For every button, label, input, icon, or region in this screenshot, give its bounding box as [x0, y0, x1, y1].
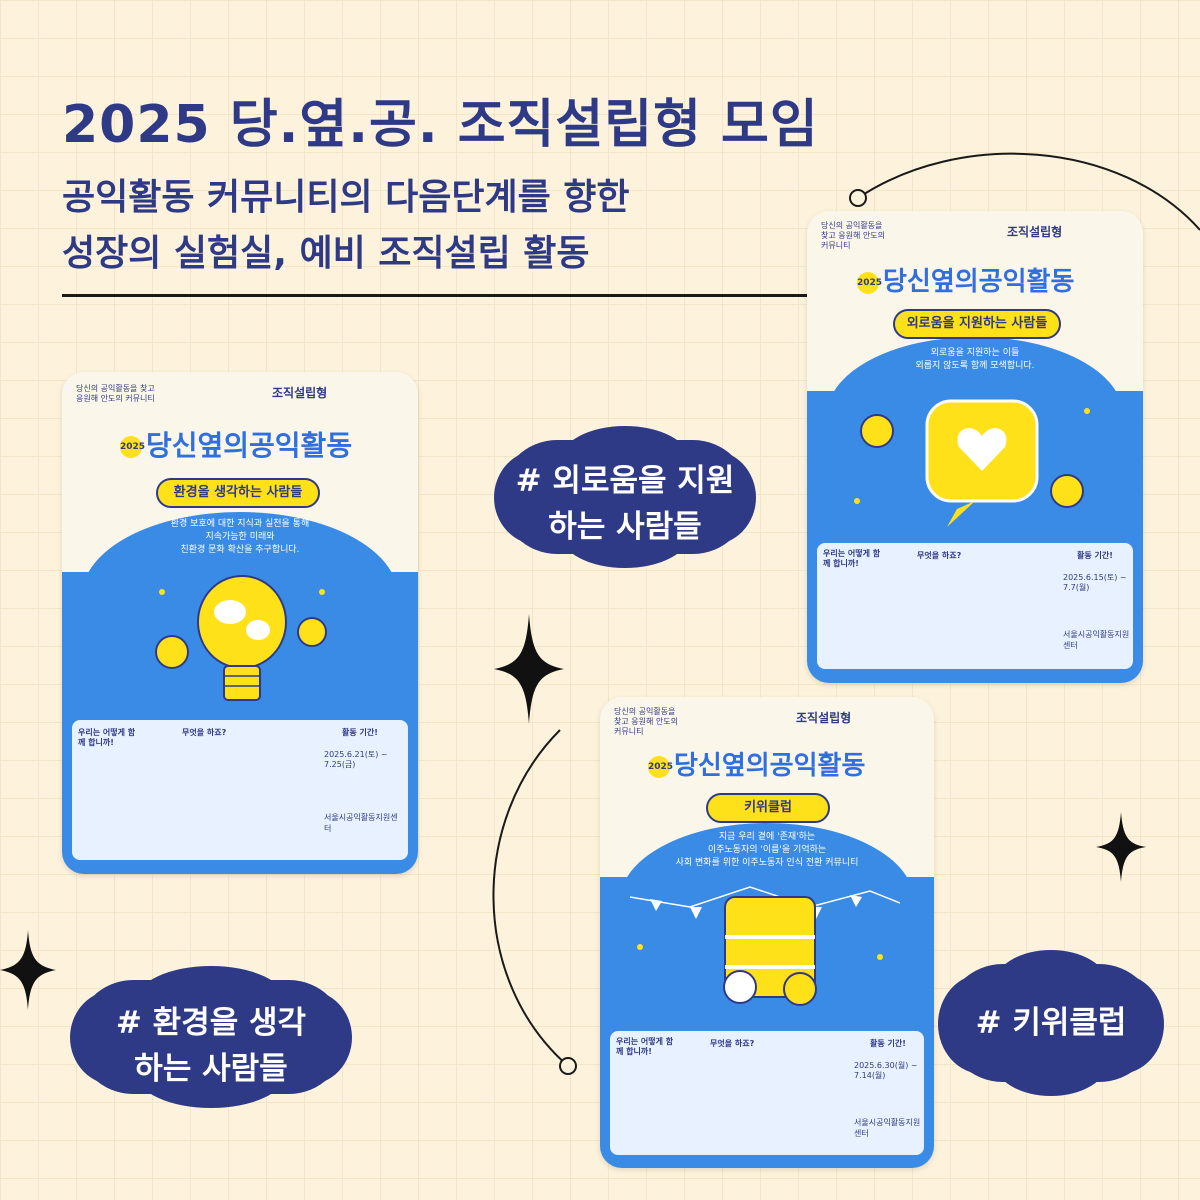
subtitle-line-2: 성장의 실험실, 예비 조직설립 활동 [62, 233, 590, 274]
desc-line: 외롭지 않도록 함께 모색합니다. [915, 361, 1035, 371]
bubble-line-2: 하는 사람들 [548, 509, 702, 545]
year-badge: 2025 [648, 755, 673, 778]
section-how: 우리는 어떻게 함께 합니까! [823, 549, 881, 568]
poster-info-box [72, 720, 408, 860]
year-badge: 2025 [857, 271, 882, 294]
hashtag-bubble-kiwi[interactable]: # 키위클럽 [938, 950, 1164, 1096]
poster-description: 지금 우리 곁에 '존재'하는 이주노동자의 '이름'을 기억하는 사회 변화를… [637, 831, 897, 870]
poster-heading: 2025당신옆의공익활동 [648, 745, 865, 782]
subtitle-line-1: 공익활동 커뮤니티의 다음단계를 향한 [62, 177, 630, 218]
section-period: 활동 기간! [1077, 551, 1113, 560]
poster-small-text: 당신의 공익활동을 찾고 응원해 안도의 커뮤니티 [76, 384, 155, 403]
bubble-line-1: # 키위클럽 [975, 1005, 1127, 1041]
period-value: 2025.6.15(토) ~ 7.7(월) [1063, 573, 1127, 592]
section-how: 우리는 어떻게 함께 합니까! [78, 728, 136, 747]
poster-environment[interactable]: 당신의 공익활동을 찾고 응원해 안도의 커뮤니티 조직설립형 2025당신옆의… [62, 372, 418, 874]
poster-heading: 2025당신옆의공익활동 [120, 424, 352, 464]
section-what: 무엇을 하죠? [182, 728, 227, 737]
poster-heading-text: 당신옆의공익활동 [674, 751, 866, 781]
section-how: 우리는 어떻게 함께 합니까! [616, 1037, 674, 1056]
left-curve [492, 729, 569, 1067]
poster-footer: 서울시공익활동지원센터 [324, 813, 398, 833]
bubble-line-2: 하는 사람들 [134, 1051, 288, 1087]
page-title: 2025 당.옆.공. 조직설립형 모임 [62, 95, 819, 155]
poster-heading-text: 당신옆의공익활동 [883, 267, 1075, 297]
poster-small-text: 당신의 공익활동을 찾고 응원해 안도의 커뮤니티 [821, 221, 885, 250]
poster-ribbon: 환경을 생각하는 사람들 [156, 478, 320, 508]
poster-small-text: 당신의 공익활동을 찾고 응원해 안도의 커뮤니티 [614, 707, 678, 736]
lightbulb-illustration [155, 575, 327, 701]
desc-line: 지속가능한 미래와 [205, 532, 275, 542]
poster-brand: 조직설립형 [796, 711, 852, 725]
desc-line: 사회 변화를 위한 이주노동자 인식 전환 커뮤니티 [675, 858, 859, 868]
desc-line: 외로움을 지원하는 이들 [930, 348, 1020, 358]
poster-kiwi[interactable]: 당신의 공익활동을 찾고 응원해 안도의 커뮤니티 조직설립형 2025당신옆의… [600, 697, 934, 1168]
desc-line: 친환경 문화 확산을 추구합니다. [180, 545, 300, 555]
sparkle-icon [494, 614, 564, 724]
hashtag-bubble-loneliness[interactable]: # 외로움을 지원 하는 사람들 [494, 426, 756, 568]
poster-heading-text: 당신옆의공익활동 [146, 429, 353, 462]
top-curve-dot [849, 189, 867, 207]
poster-heading: 2025당신옆의공익활동 [857, 261, 1074, 298]
poster-description: 환경 보호에 대한 지식과 실천을 통해 지속가능한 미래와 친환경 문화 확산… [120, 518, 360, 557]
sparkle-icon [0, 930, 56, 1010]
hashtag-bubble-environment[interactable]: # 환경을 생각 하는 사람들 [70, 966, 352, 1108]
top-curve [857, 152, 1200, 231]
poster-footer: 서울시공익활동지원센터 [854, 1118, 921, 1138]
desc-line: 이주노동자의 '이름'을 기억하는 [707, 845, 827, 855]
desc-line: 환경 보호에 대한 지식과 실천을 통해 [170, 519, 310, 529]
period-value: 2025.6.21(토) ~ 7.25(금) [324, 750, 388, 769]
left-curve-dot [559, 1057, 577, 1075]
poster-brand: 조직설립형 [272, 386, 328, 400]
bubble-line-1: # 환경을 생각 [115, 1005, 307, 1041]
poster-ribbon: 키위클럽 [706, 793, 830, 823]
heart-speech-illustration [854, 399, 1090, 527]
section-what: 무엇을 하죠? [710, 1039, 755, 1048]
desc-line: 지금 우리 곁에 '존재'하는 [718, 832, 816, 842]
poster-description: 외로움을 지원하는 이들 외롭지 않도록 함께 모색합니다. [855, 347, 1095, 373]
section-what: 무엇을 하죠? [917, 551, 962, 560]
poster-info-box [817, 543, 1133, 669]
poster-info-box [610, 1031, 924, 1155]
vest-illustration [630, 886, 900, 1006]
bubble-line-1: # 외로움을 지원 [515, 463, 735, 499]
page-subtitle: 공익활동 커뮤니티의 다음단계를 향한 성장의 실험실, 예비 조직설립 활동 [62, 170, 630, 282]
subtitle-underline [62, 294, 807, 297]
period-value: 2025.6.30(월) ~ 7.14(월) [854, 1061, 918, 1080]
section-period: 활동 기간! [870, 1039, 906, 1048]
poster-ribbon: 외로움을 지원하는 사람들 [893, 309, 1061, 339]
poster-footer: 서울시공익활동지원센터 [1063, 630, 1130, 650]
sparkle-icon [1096, 812, 1146, 882]
section-period: 활동 기간! [342, 728, 378, 737]
poster-loneliness[interactable]: 당신의 공익활동을 찾고 응원해 안도의 커뮤니티 조직설립형 2025당신옆의… [807, 211, 1143, 683]
poster-brand: 조직설립형 [1007, 225, 1063, 239]
year-badge: 2025 [120, 436, 145, 458]
